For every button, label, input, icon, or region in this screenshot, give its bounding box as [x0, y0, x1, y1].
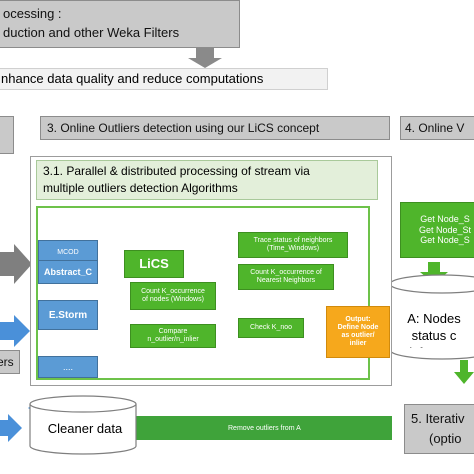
- get-node-box: Get Node_S Get Node_St Get Node_S: [400, 202, 474, 258]
- enhance-box: nhance data quality and reduce computati…: [0, 68, 328, 90]
- step31-inner: [36, 206, 370, 380]
- enhance-text: nhance data quality and reduce computati…: [1, 71, 264, 86]
- step31-title-line-1: 3.1. Parallel & distributed processing o…: [43, 164, 310, 178]
- step3-title-box: 3. Online Outliers detection using our L…: [40, 116, 390, 140]
- step31-title-line-2: multiple outliers detection Algorithms: [43, 180, 238, 195]
- green-down-arrow: [420, 262, 448, 284]
- compare-node: Compare n_outlier/n_inlier: [130, 324, 216, 348]
- step31-title-box: 3.1. Parallel & distributed processing o…: [36, 160, 378, 200]
- cleaner-data-cylinder: [29, 404, 137, 455]
- green-down-arrow-2: [454, 360, 474, 384]
- step5-line-2: (optio: [429, 430, 462, 446]
- left-partial-box: [0, 116, 14, 154]
- cleaner-data-text: Cleaner data: [47, 421, 123, 436]
- preprocessing-box: ocessing : duction and other Weka Filter…: [0, 0, 240, 48]
- remove-outliers-text: Remove outliers from A: [228, 425, 301, 432]
- down-arrow-top: [188, 48, 222, 68]
- left-ers-box: ers: [0, 350, 20, 374]
- step3-title: 3. Online Outliers detection using our L…: [47, 121, 320, 135]
- output-node: Output: Define Node as outlier/ inlier: [326, 306, 390, 358]
- preprocessing-line-2: duction and other Weka Filters: [3, 24, 180, 40]
- step4-title-box: 4. Online V: [400, 116, 474, 140]
- algorithm-estorm: E.Storm: [38, 300, 98, 330]
- node-a-text: A: Nodes status c (after N v: [407, 310, 461, 348]
- algorithm-more: ....: [38, 356, 98, 378]
- left-gray-arrow: [0, 244, 32, 284]
- left-blue-arrow-1: [0, 315, 30, 347]
- node-a-cylinder: [389, 284, 474, 360]
- step5-box: 5. Iterativ (optio: [404, 404, 474, 454]
- preprocessing-line-1: ocessing :: [3, 6, 62, 21]
- step5-line-1: 5. Iterativ: [411, 411, 465, 426]
- count-nn-node: Count K_occurrence of Nearest Neighbors: [238, 264, 334, 290]
- lics-node: LiCS: [124, 250, 184, 278]
- algorithm-abstract-c: Abstract_C: [38, 260, 98, 284]
- count-windows-node: Count K_occurrence of nodes (Windows): [130, 282, 216, 310]
- remove-outliers-arrow: [118, 408, 392, 448]
- left-blue-arrow-2: [0, 414, 22, 442]
- trace-status-node: Trace status of neighbors (Time_Windows): [238, 232, 348, 258]
- check-node: Check K_noo: [238, 318, 304, 338]
- step4-title: 4. Online V: [405, 121, 465, 135]
